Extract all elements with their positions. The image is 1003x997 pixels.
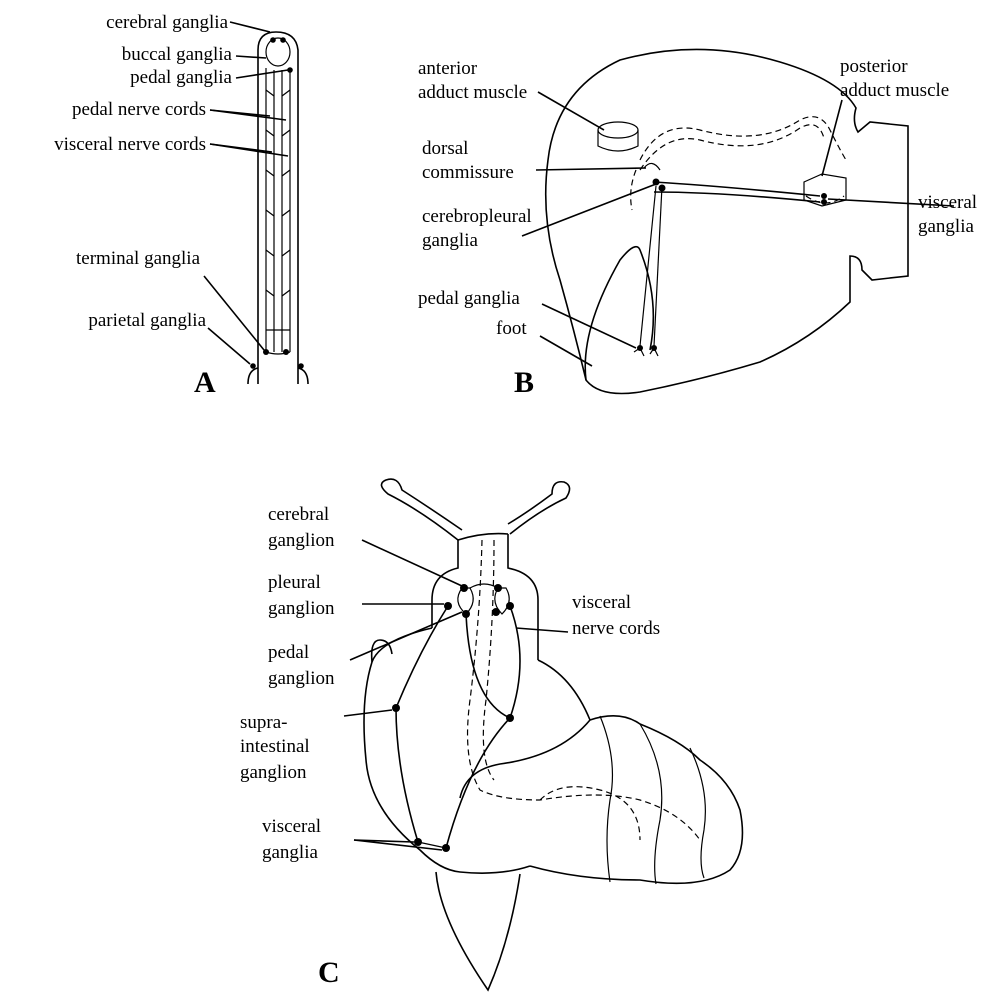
pedal-ganglion-dot	[287, 67, 293, 73]
panel-a: cerebral ganglia buccal ganglia pedal ga…	[54, 12, 308, 399]
label-buccal-ganglia: buccal ganglia	[122, 44, 233, 65]
label-supra: supra-	[240, 712, 287, 733]
label-visceral-nerve-cords: visceral nerve cords	[54, 134, 206, 155]
cerebral-ganglion-dot	[270, 37, 276, 43]
label-cerebral-ganglia: cerebral ganglia	[106, 12, 228, 33]
panel-b-pointers	[522, 92, 954, 366]
label-posterior: posterior	[840, 56, 908, 77]
pedal-ganglion-dot	[492, 608, 500, 616]
label-pedal: pedal	[268, 642, 309, 663]
label-cerebral: cerebral	[268, 504, 329, 525]
label-visceral-ganglia: ganglia	[918, 216, 974, 237]
pleural-ganglion-dot	[506, 602, 514, 610]
panel-c-letter: C	[318, 956, 340, 989]
label-pedal-ganglia: pedal ganglia	[418, 288, 520, 309]
visceral-ganglion-dot	[821, 199, 827, 205]
panel-b-drawing	[546, 49, 908, 393]
label-foot: foot	[496, 318, 527, 339]
label-visceral-ganglia: ganglia	[262, 842, 318, 863]
anterior-adductor-muscle	[598, 122, 638, 151]
visceral-ganglion-dot	[821, 193, 827, 199]
label-pedal-ganglion: ganglion	[268, 668, 335, 689]
label-supraintestinal-ganglion: ganglion	[240, 762, 307, 783]
parietal-ganglion-dot	[250, 363, 256, 369]
label-visceral: visceral	[918, 192, 977, 213]
label-dorsal-commissure: commissure	[422, 162, 514, 183]
label-pedal-ganglia: pedal ganglia	[130, 67, 232, 88]
abdominal-ganglion-dot	[506, 714, 514, 722]
panel-c-drawing	[364, 479, 742, 990]
label-pedal-nerve-cords: pedal nerve cords	[72, 99, 206, 120]
terminal-ganglion-dot	[283, 349, 289, 355]
panel-c: cerebral ganglion pleural ganglion visce…	[240, 479, 742, 990]
label-intestinal: intestinal	[240, 736, 310, 757]
label-dorsal: dorsal	[422, 138, 468, 159]
label-posterior-adduct-muscle: adduct muscle	[840, 80, 949, 101]
panel-a-drawing	[248, 32, 308, 384]
label-visceral-nerve: visceral	[572, 592, 631, 613]
label-cerebropleural-ganglia: ganglia	[422, 230, 478, 251]
label-terminal-ganglia: terminal ganglia	[76, 248, 201, 269]
panel-a-letter: A	[194, 366, 216, 399]
visceral-ganglion-dot	[442, 844, 450, 852]
supraintestinal-ganglion-dot	[392, 704, 400, 712]
parietal-ganglion-dot	[298, 363, 304, 369]
panel-b-letter: B	[514, 366, 534, 399]
panel-a-commissures	[266, 90, 290, 330]
label-parietal-ganglia: parietal ganglia	[88, 310, 206, 331]
panel-b-labels: anterior adduct muscle posterior adduct …	[418, 56, 977, 399]
label-visceral-nerve-cords: nerve cords	[572, 618, 660, 639]
label-cerebral-ganglion: ganglion	[268, 530, 335, 551]
label-visceral: visceral	[262, 816, 321, 837]
panel-c-pointers	[344, 540, 568, 850]
panel-a-labels: cerebral ganglia buccal ganglia pedal ga…	[54, 12, 232, 399]
label-cerebropleural: cerebropleural	[422, 206, 532, 227]
cerebral-ganglion-dot	[494, 584, 502, 592]
pedal-ganglion-dot	[462, 610, 470, 618]
cerebropleural-ganglion-dot	[659, 185, 666, 192]
cerebral-ganglion-dot	[280, 37, 286, 43]
label-anterior: anterior	[418, 58, 478, 79]
pleural-ganglion-dot	[444, 602, 452, 610]
label-pleural-ganglion: ganglion	[268, 598, 335, 619]
panel-c-labels: cerebral ganglion pleural ganglion visce…	[240, 504, 660, 989]
visceral-ganglion-dot	[414, 838, 422, 846]
label-anterior-adduct-muscle: adduct muscle	[418, 82, 527, 103]
label-pleural: pleural	[268, 572, 321, 593]
panel-b: anterior adduct muscle posterior adduct …	[418, 49, 977, 399]
